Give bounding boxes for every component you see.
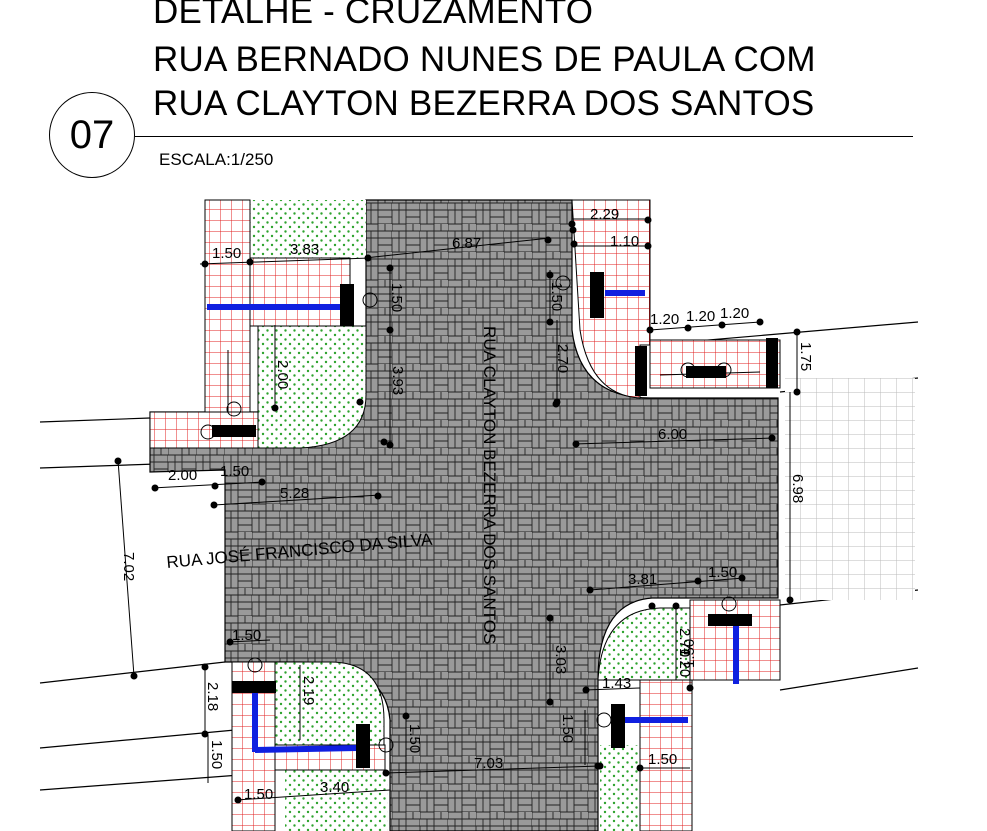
green-area-2	[257, 325, 367, 449]
street-name-vertical: RUA CLAYTON BEZERRA DOS SANTOS	[480, 326, 499, 644]
dim-label: 3.83	[290, 241, 319, 258]
dim-label: 3.03	[552, 645, 569, 674]
title-underline	[135, 136, 913, 137]
green-area-5	[597, 607, 691, 681]
dim-label: 2.19	[300, 676, 317, 705]
dim-label: 2.00	[274, 360, 291, 389]
tactile-guide-lines	[207, 290, 739, 753]
dim-label: 2.00	[168, 467, 197, 484]
dim-label: 1.50	[559, 714, 576, 743]
dim-label: 5.28	[280, 485, 309, 502]
dim-label: 7.02	[120, 552, 137, 581]
sidewalk-grids	[149, 199, 781, 831]
dimension-dots	[114, 216, 801, 804]
warning-bars	[212, 272, 778, 768]
dim-label: 1.50	[220, 463, 249, 480]
dimension-lines	[117, 218, 798, 801]
dim-label: 1.20	[720, 305, 749, 322]
dim-label: 2.29	[590, 206, 619, 223]
pedestrian-crossing	[785, 378, 915, 600]
dim-label: 1.20	[676, 648, 693, 677]
dim-label: 1.50	[244, 786, 273, 803]
dim-label: 1.50	[212, 245, 241, 262]
dim-label: 3.93	[389, 366, 406, 395]
dim-label: 1.50	[232, 627, 261, 644]
title-line-3: RUA CLAYTON BEZERRA DOS SANTOS	[153, 84, 815, 123]
green-area-4	[285, 770, 388, 831]
dim-label: 1.50	[208, 740, 225, 769]
dim-label: 1.50	[648, 751, 677, 768]
dim-label: 2.70	[676, 628, 693, 657]
dim-label: 1.50	[548, 282, 565, 311]
title-line-1: DETALHE - CRUZAMENTO	[153, 0, 594, 31]
dim-label: 3.40	[320, 779, 349, 796]
green-area-1	[250, 200, 366, 258]
dim-label: 1.10	[610, 233, 639, 250]
dim-label: 1.50	[681, 639, 698, 668]
green-area-6	[600, 745, 640, 831]
dim-label: 1.43	[602, 675, 631, 692]
dim-label: 1.50	[406, 724, 423, 753]
dim-label: 1.50	[708, 564, 737, 581]
dim-label: 2.18	[204, 682, 221, 711]
scale-label: ESCALA:1/250	[159, 150, 274, 169]
dim-label: 6.00	[658, 426, 687, 443]
detail-number: 07	[69, 112, 115, 157]
dim-label: 2.70	[554, 344, 571, 373]
detail-number-badge: 07	[49, 92, 135, 178]
dim-label: 1.50	[388, 283, 405, 312]
survey-circles	[200, 275, 737, 753]
dim-label: 7.03	[474, 755, 503, 772]
title-line-2: RUA BERNADO NUNES DE PAULA COM	[153, 40, 816, 79]
dim-label: 3.81	[628, 571, 657, 588]
dim-label: 1.20	[686, 308, 715, 325]
dimension-labels: 1.50 3.83 6.87 2.29 1.10 1.50 1.50 2.00 …	[120, 206, 814, 803]
dim-label: 6.98	[789, 474, 806, 503]
dim-label: 1.75	[797, 342, 814, 371]
dim-label: 6.87	[452, 235, 481, 252]
dim-label: 1.20	[650, 311, 679, 328]
